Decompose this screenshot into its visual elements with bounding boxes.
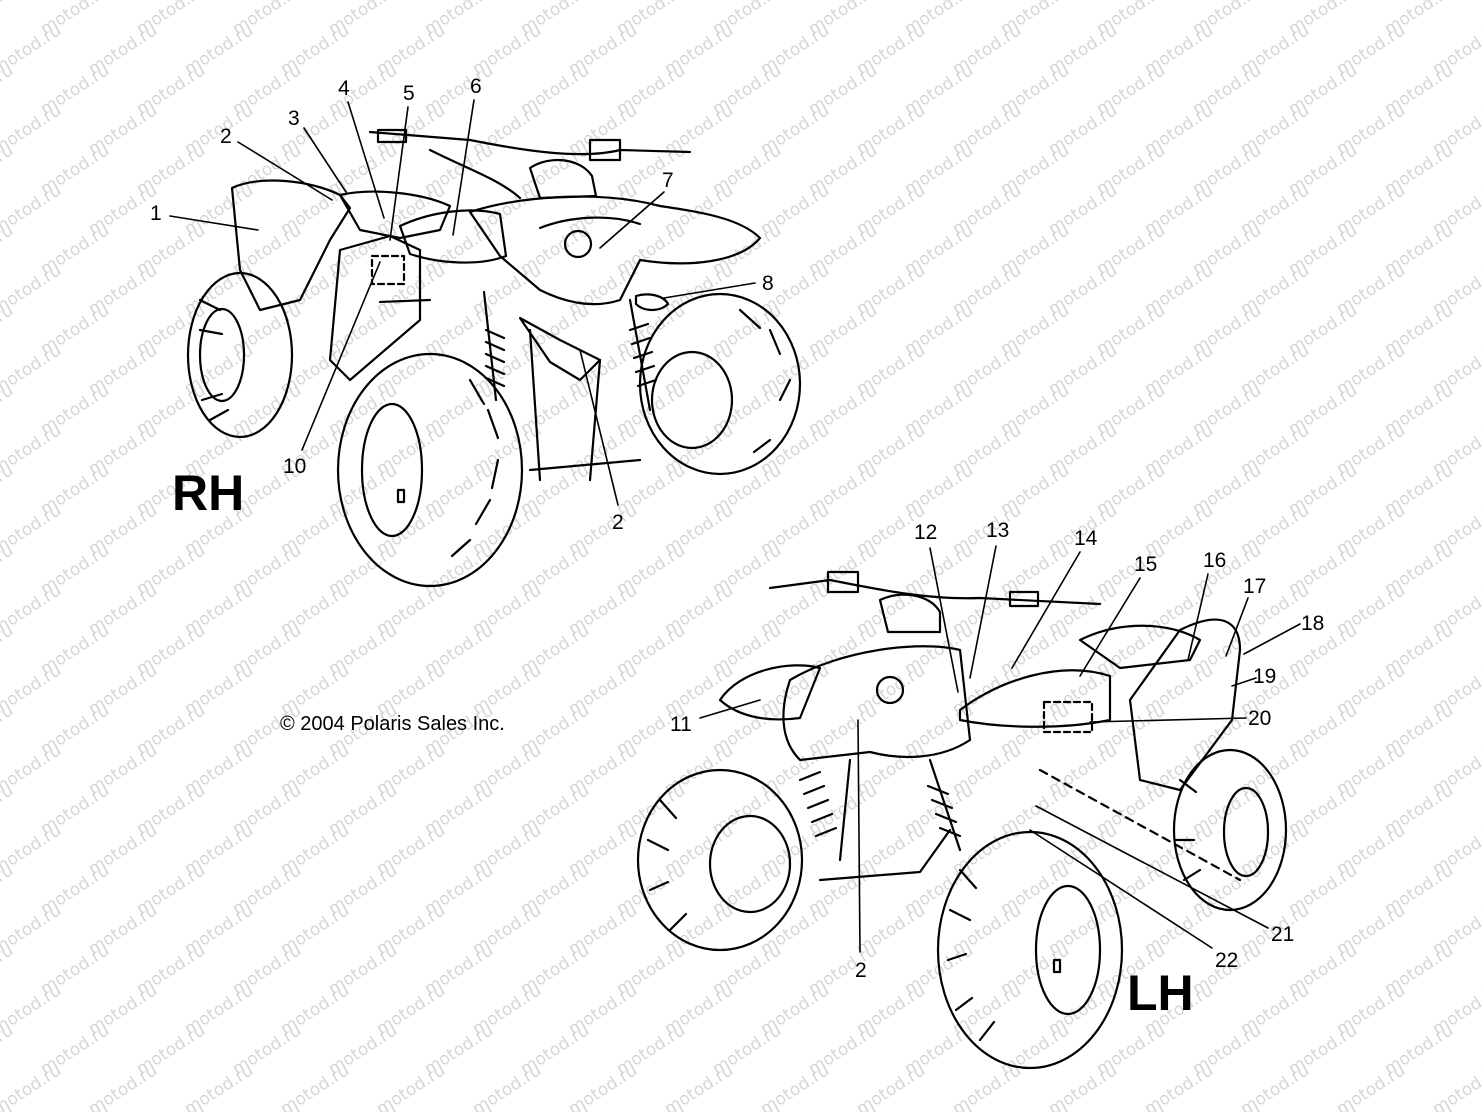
callout-number: 21 <box>1271 923 1295 946</box>
callout-number: 15 <box>1134 553 1158 576</box>
leader-line <box>1089 717 1247 723</box>
view-label-rh: RH <box>172 465 245 521</box>
leader-line <box>969 545 997 679</box>
callout-number: 17 <box>1243 575 1267 598</box>
leader-line <box>389 106 409 241</box>
atv-lh-drawing <box>636 570 1288 1070</box>
leader-line <box>301 261 381 451</box>
leader-line <box>857 719 861 953</box>
leader-line <box>699 699 761 719</box>
callout-number: 20 <box>1248 707 1272 730</box>
callout-number: 5 <box>403 82 415 105</box>
callout-number: 11 <box>670 713 692 736</box>
leader-line <box>1011 551 1081 669</box>
callout-number: 6 <box>470 75 482 98</box>
leader-line <box>169 215 259 231</box>
callout-number: 2 <box>220 125 232 148</box>
leader-line <box>237 141 333 201</box>
callout-number: 22 <box>1215 949 1239 972</box>
leader-line <box>1029 829 1213 949</box>
callout-number: 7 <box>662 169 674 192</box>
atv-rh-drawing <box>186 128 802 588</box>
leader-line <box>347 101 385 219</box>
callout-number: 8 <box>762 272 774 295</box>
leader-line <box>579 349 619 506</box>
callout-number: 10 <box>283 455 307 478</box>
leader-line <box>929 547 959 693</box>
leader-line <box>1231 677 1257 687</box>
callout-number: 3 <box>288 107 300 130</box>
callout-number: 2 <box>855 959 867 982</box>
callout-number: 4 <box>338 77 350 100</box>
callout-number: 16 <box>1203 549 1227 572</box>
leader-line <box>1035 805 1269 929</box>
view-label-lh: LH <box>1127 965 1194 1021</box>
leader-line <box>1243 623 1301 655</box>
callout-number: 2 <box>612 511 624 534</box>
callout-number: 14 <box>1074 527 1098 550</box>
callout-number: 19 <box>1253 665 1277 688</box>
leader-line <box>1079 577 1141 677</box>
leader-line <box>303 127 347 193</box>
leader-line <box>1187 573 1209 661</box>
leader-line <box>663 282 756 299</box>
leader-line <box>452 99 475 236</box>
leader-line <box>599 191 665 249</box>
copyright-notice: © 2004 Polaris Sales Inc. <box>280 713 505 735</box>
callout-number: 13 <box>986 519 1010 542</box>
callout-number: 18 <box>1301 612 1325 635</box>
callout-number: 12 <box>914 521 938 544</box>
leader-line <box>1225 597 1249 657</box>
callout-number: 1 <box>150 202 162 225</box>
